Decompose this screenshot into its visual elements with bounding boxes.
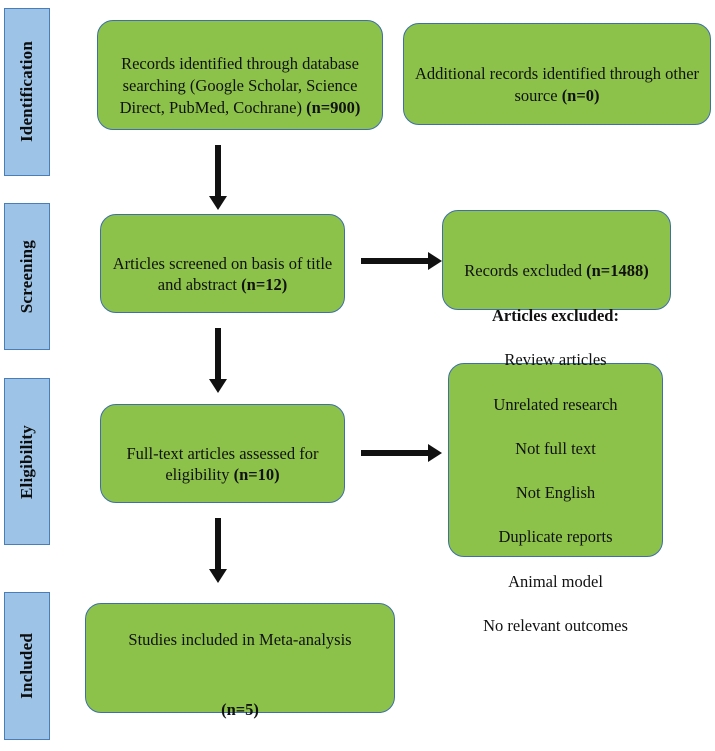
box-articles-excluded-reason-5: Duplicate reports <box>498 527 613 547</box>
box-additional-records-body: Additional records identified through ot… <box>414 64 700 105</box>
box-articles-excluded: Articles excluded: Review articles Unrel… <box>448 306 663 635</box>
box-records-excluded-text: Records excluded (n=1488) <box>464 238 648 282</box>
arrow-screening-to-records-excluded <box>361 258 429 264</box>
stage-label-eligibility-text: Eligibility <box>17 424 36 499</box>
box-articles-screened: Articles screened on basis of title and … <box>100 214 345 313</box>
stage-label-eligibility: Eligibility <box>4 378 50 545</box>
box-records-identified: Records identified through database sear… <box>97 20 383 130</box>
box-fulltext-assessed-body: Full-text articles assessed for eligibil… <box>126 443 319 485</box>
arrow-eligibility-to-included <box>215 518 221 570</box>
box-additional-records-count: (n=0) <box>561 85 600 105</box>
arrow-screening-to-eligibility <box>215 328 221 380</box>
box-articles-excluded-reason-6: Animal model <box>508 571 603 591</box>
box-articles-screened-text: Articles screened on basis of title and … <box>111 231 334 296</box>
stage-label-included: Included <box>4 592 50 740</box>
box-additional-records: Additional records identified through ot… <box>403 23 711 125</box>
box-articles-excluded-text: Articles excluded: Review articles Unrel… <box>483 283 628 637</box>
arrow-identification-to-screening <box>215 145 221 197</box>
box-articles-excluded-reason-4: Not English <box>515 483 596 503</box>
box-articles-excluded-reason-1: Review articles <box>504 350 607 370</box>
box-studies-included: Studies included in Meta-analysis (n=5) <box>85 603 395 719</box>
box-additional-records-text: Additional records identified through ot… <box>414 41 700 106</box>
stage-label-screening-text: Screening <box>17 239 36 314</box>
box-articles-screened-count: (n=12) <box>241 275 288 295</box>
box-records-identified-count: (n=900) <box>306 97 361 117</box>
box-records-excluded: Records excluded (n=1488) <box>442 210 671 310</box>
box-studies-included-count: (n=5) <box>221 699 259 719</box>
box-records-excluded-count: (n=1488) <box>586 261 649 280</box>
box-articles-excluded-reason-7: No relevant outcomes <box>483 615 628 635</box>
box-articles-screened-body: Articles screened on basis of title and … <box>112 253 333 295</box>
box-records-excluded-body: Records excluded <box>464 261 587 280</box>
box-articles-excluded-heading: Articles excluded: <box>492 306 619 326</box>
box-articles-excluded-reason-3: Not full text <box>515 438 596 458</box>
box-studies-included-text: Studies included in Meta-analysis (n=5) <box>128 589 351 728</box>
box-fulltext-assessed: Full-text articles assessed for eligibil… <box>100 404 345 503</box>
box-records-identified-text: Records identified through database sear… <box>108 31 372 118</box>
box-studies-included-body: Studies included in Meta-analysis <box>128 630 352 650</box>
box-fulltext-assessed-text: Full-text articles assessed for eligibil… <box>111 421 334 486</box>
stage-label-included-text: Included <box>17 633 36 699</box>
box-records-identified-body: Records identified through database sear… <box>119 54 359 117</box>
arrow-eligibility-to-articles-excluded <box>361 450 429 456</box>
box-articles-excluded-reason-2: Unrelated research <box>493 394 618 414</box>
box-fulltext-assessed-count: (n=10) <box>233 465 280 485</box>
stage-label-screening: Screening <box>4 203 50 350</box>
stage-label-identification: Identification <box>4 8 50 176</box>
stage-label-identification-text: Identification <box>17 41 36 143</box>
